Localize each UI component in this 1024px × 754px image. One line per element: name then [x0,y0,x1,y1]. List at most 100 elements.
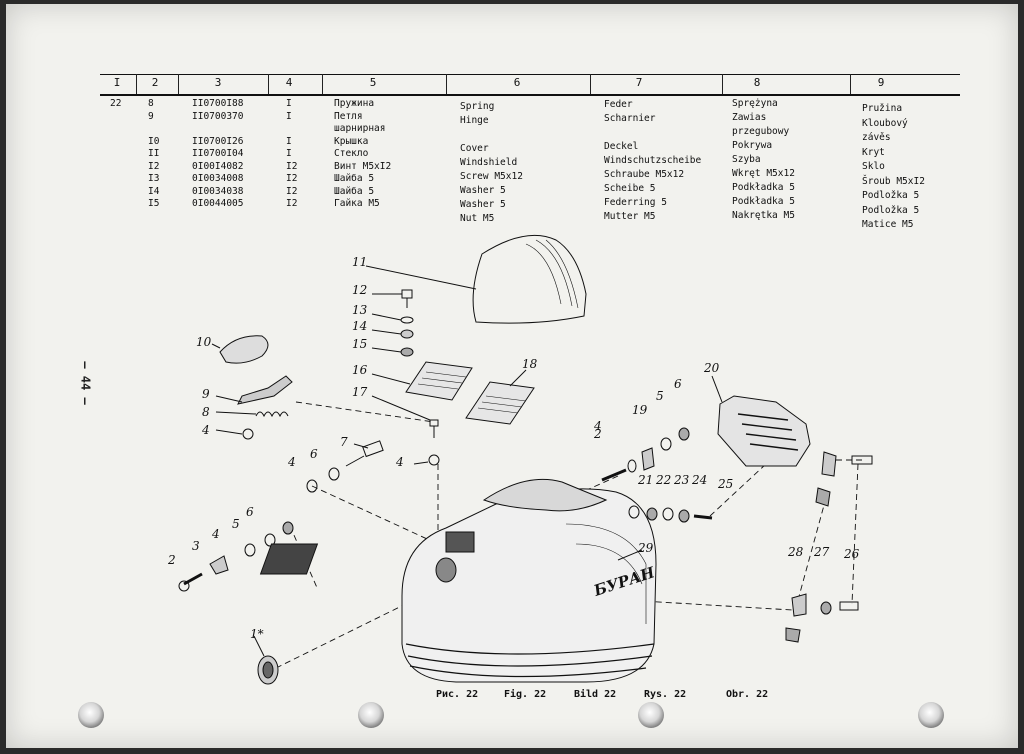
table-cell: Пружина [334,98,375,109]
column-divider [322,74,323,94]
column-divider [722,74,723,94]
caption-czech: Obr. 22 [726,689,769,700]
table-cell: Шайба 5 [334,185,375,197]
table-cell: II0700370 [192,110,244,122]
table-header-bottom-rule [100,94,960,96]
callout-25: 25 [717,477,733,491]
grille-slats [417,371,527,414]
callout-4-mid: 4 [287,455,296,469]
table-cell: Deckel [604,141,639,152]
bracket-part [209,555,229,575]
screw-part [429,419,439,427]
callout-24: 24 [691,473,707,487]
leader-line [215,411,257,415]
leader-line [371,347,402,353]
caption-russian: Рис. 22 [436,689,479,700]
table-cell: Kryt [862,146,885,158]
callout-28: 28 [787,545,804,559]
header-col-6: 6 [513,76,521,89]
table-cell: Cover [460,143,489,154]
table-cell: Szyba [732,154,761,165]
cowling-shading [565,523,647,624]
table-cell: Hinge [460,115,489,126]
table-header-top-rule [100,74,960,75]
table-cell: 0I0034008 [192,173,244,184]
table-cell: I4 [148,185,160,197]
column-divider [446,74,447,94]
caption-english: Fig. 22 [504,689,547,700]
callout-10: 10 [196,335,212,349]
table-cell: I2 [286,185,298,197]
table-cell: шарнирная [334,123,386,134]
screw-shank [345,455,365,467]
washer-part [662,507,674,521]
washer-part [400,329,414,339]
table-cell: Стекло [334,148,369,159]
table-cell: závěs [862,132,891,143]
column-german: Feder Scharnier Deckel Windschutzscheibe… [604,98,701,224]
table-cell: I [286,148,292,159]
clip-part [785,627,801,643]
table-cell: 22 [110,98,122,109]
screw-head [178,580,190,592]
table-cell: Schraube M5x12 [604,169,685,180]
washer-part [328,467,340,481]
table-cell: I2 [286,160,298,172]
table-cell: I2 [286,198,298,209]
binder-hole [78,702,104,728]
column-part-number: II0700I88 II0700370 II0700I26 II0700I04 … [192,98,243,211]
column-figure: 22 [110,98,121,111]
leader-line [413,461,429,465]
table-cell: Винт М5хI2 [334,160,392,172]
header-col-8: 8 [753,76,761,89]
bracket-part [641,447,655,471]
callout-21: 21 [637,473,653,487]
windshield-part [472,234,587,324]
callout-1: 1* [250,627,264,641]
washer-part [628,505,640,519]
table-cell: Mutter M5 [604,211,656,222]
table-cell: Sklo [862,161,885,172]
table-cell: I [286,98,292,109]
leader-line [371,395,431,421]
table-cell: Federring 5 [604,197,667,208]
parts-table: I 2 3 4 5 6 7 8 9 22 8 9 I0 II I2 I3 I4 … [96,72,964,242]
header-col-5: 5 [369,76,377,89]
bolt-part [851,455,873,465]
cowling-port [435,557,457,583]
table-cell: Šroub M5xI2 [862,175,925,187]
table-cell: 0I00I4082 [192,160,244,172]
nut-part [282,521,294,535]
callout-19: 19 [632,403,648,417]
caption-polish: Rys. 22 [644,689,687,700]
table-cell: Windschutzscheibe [604,155,702,166]
column-english: Spring Hinge Cover Windshield Screw M5x1… [460,100,523,226]
screw-part [601,468,627,482]
table-cell: przegubowy [732,126,790,137]
cowling-opening [445,531,475,553]
table-cell: Pokrywa [732,140,773,151]
binder-hole [638,702,664,728]
header-col-2: 2 [151,76,159,89]
callout-4: 4 [211,527,220,541]
table-cell: II0700I88 [192,98,244,109]
table-cell: I [286,110,292,122]
callout-2-right: 2 [593,427,602,441]
column-polish: Sprężyna Zawias przegubowy Pokrywa Szyba… [732,97,795,223]
table-cell: Feder [604,99,633,110]
header-col-1: I [113,76,121,89]
callout-26: 26 [843,547,860,561]
callout-4-right: 4 [593,419,602,433]
callout-7: 7 [340,435,348,449]
callout-8: 8 [202,405,210,419]
table-cell: Nut M5 [460,213,495,224]
leader-line [365,265,477,290]
washer-part [400,316,414,324]
leader-line [371,313,402,321]
leader-line [215,429,243,435]
table-cell: Крышка [334,135,369,147]
clip-part [815,487,831,507]
table-cell: Scheibe 5 [604,183,656,194]
spring-part [255,411,289,418]
header-col-3: 3 [214,76,222,89]
